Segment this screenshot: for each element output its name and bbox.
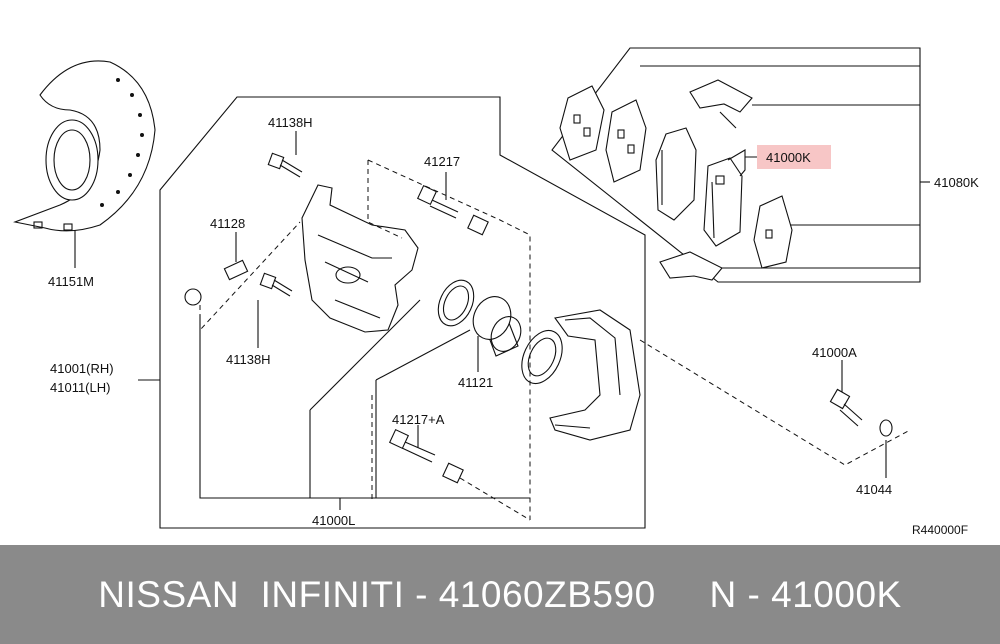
part-label-41000A: 41000A	[812, 345, 857, 360]
pad-shim-right	[753, 195, 793, 269]
pad-kit-frame	[551, 47, 921, 283]
dust-shield-part	[13, 60, 156, 268]
caliper-body-part	[301, 184, 419, 333]
brake-pad-outer	[655, 127, 697, 221]
piston-seal-part	[437, 279, 475, 327]
piston-boot-part	[521, 329, 563, 385]
part-label-41138H-bottom: 41138H	[226, 352, 271, 367]
bleeder-screw-part	[184, 259, 249, 306]
retainer-clip-41044	[879, 419, 893, 437]
part-label-41121: 41121	[458, 375, 493, 390]
reference-code: R440000F	[912, 523, 968, 537]
part-number-banner: NISSAN INFINITI - 41060ZB590 N - 41000K	[0, 545, 1000, 644]
piston-part	[472, 296, 522, 357]
part-label-41128: 41128	[210, 216, 245, 231]
bolt-41138H-top	[267, 152, 303, 178]
caliper-bracket-part	[549, 309, 641, 441]
part-label-41000K-highlight	[757, 145, 831, 169]
guide-pin-41217	[416, 184, 489, 236]
brake-caliper-exploded-diagram: 41151M 41138H 41138H 41128	[13, 47, 980, 537]
anti-squeal-shim-outer	[559, 85, 605, 161]
part-label-41217A: 41217+A	[392, 412, 445, 427]
bracket-bolt-41000A	[829, 388, 863, 427]
bolt-41138H-bottom	[259, 272, 293, 297]
pad-clip-top	[689, 79, 753, 129]
part-label-41011: 41011(LH)	[50, 380, 110, 395]
part-number-caption: NISSAN INFINITI - 41060ZB590 N - 41000K	[98, 573, 902, 615]
part-label-41000K: 41000K	[766, 150, 811, 165]
caliper-assembly-frame	[159, 96, 646, 529]
part-label-41151M: 41151M	[48, 274, 94, 289]
part-label-41000L: 41000L	[312, 513, 355, 528]
part-label-41001: 41001(RH)	[50, 361, 114, 376]
part-label-41044: 41044	[856, 482, 892, 497]
part-label-41138H-top: 41138H	[268, 115, 313, 130]
brake-pad-inner	[703, 157, 743, 247]
part-label-41080K: 41080K	[934, 175, 979, 190]
anti-squeal-shim-inner	[605, 99, 647, 183]
part-label-41217: 41217	[424, 154, 460, 169]
guide-pin-41217A	[388, 428, 464, 484]
pad-clip-bottom	[659, 251, 723, 281]
